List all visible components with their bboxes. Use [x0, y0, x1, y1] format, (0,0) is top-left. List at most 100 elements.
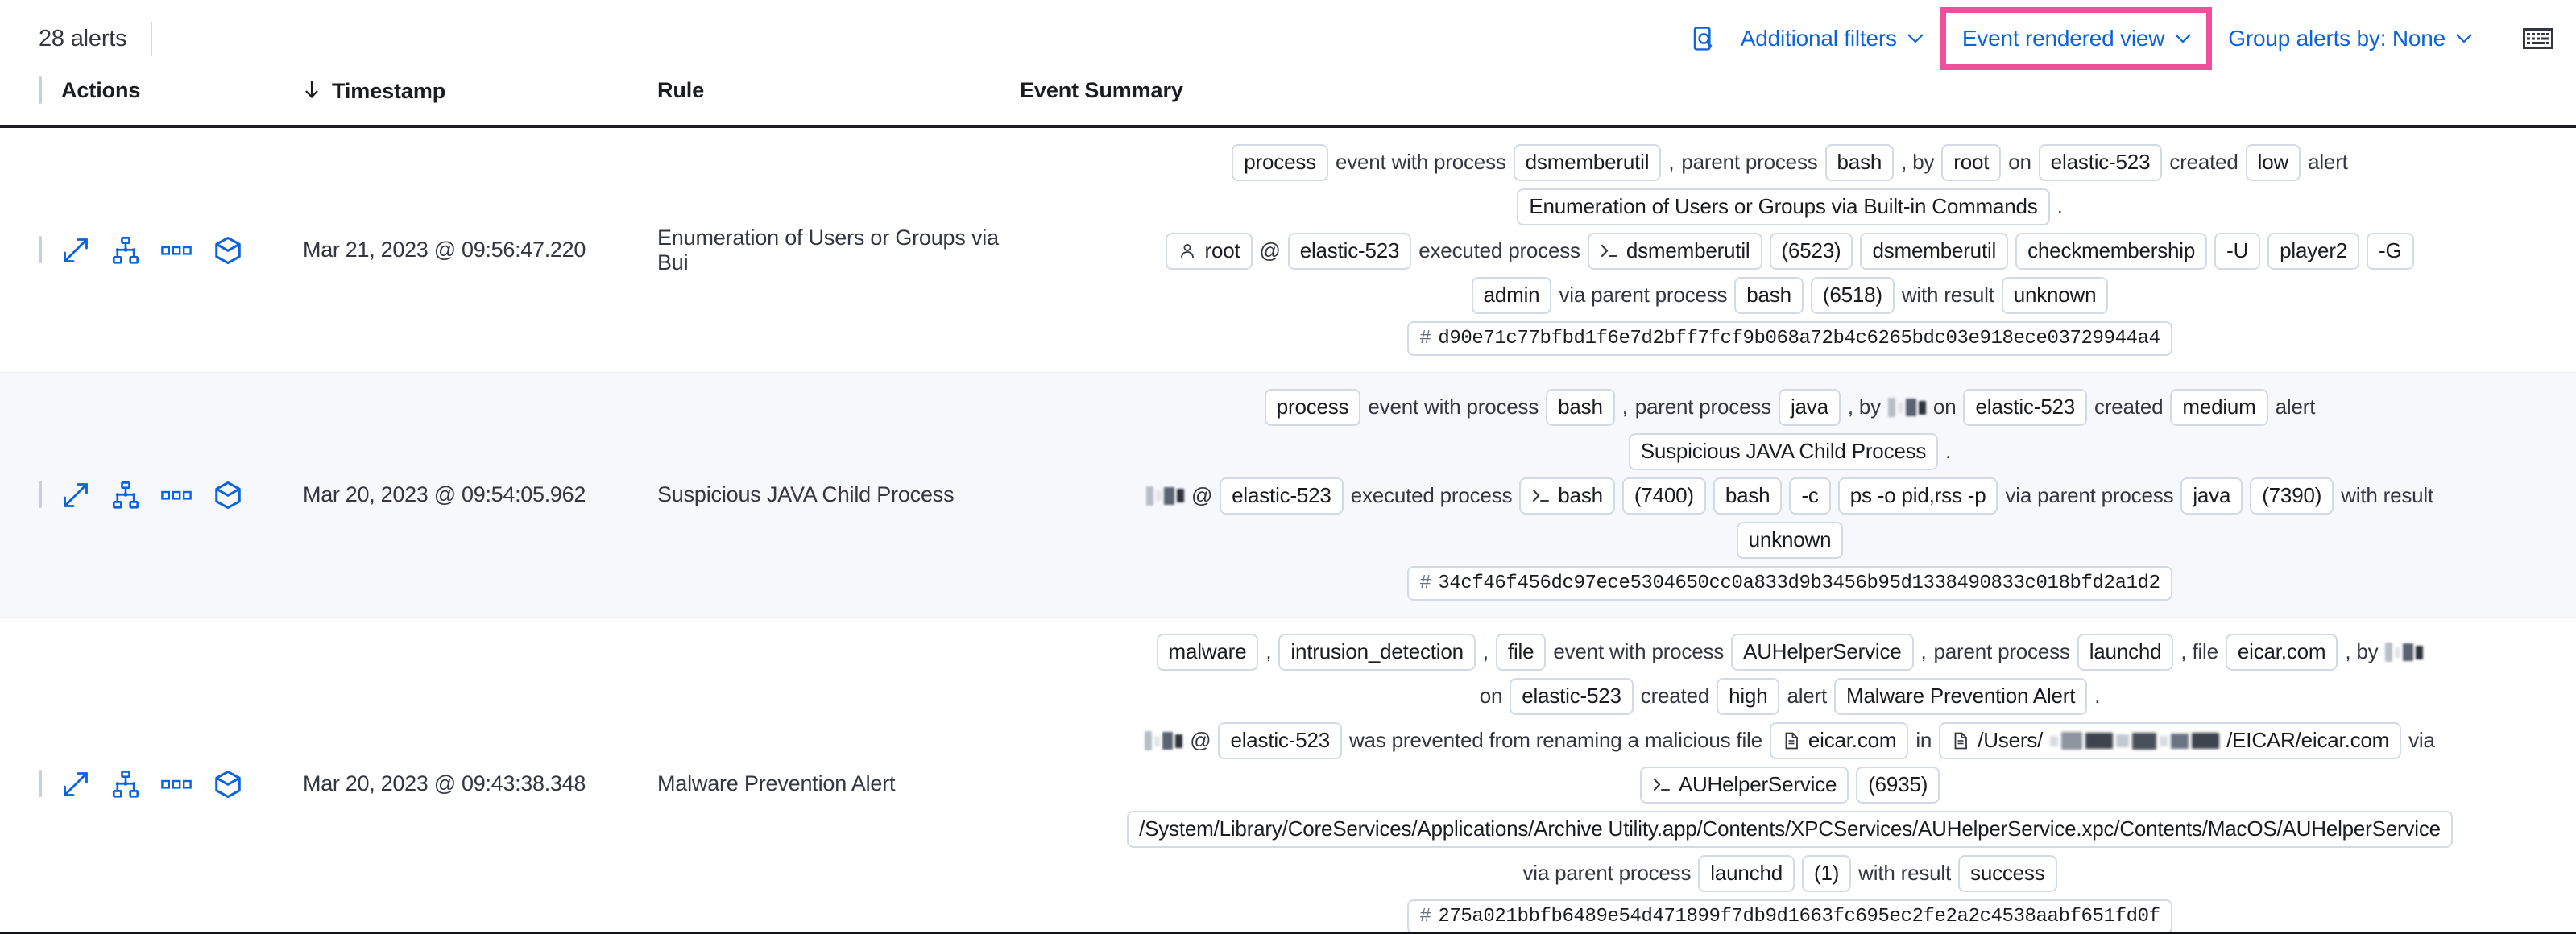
summary-chip[interactable]: root [1941, 144, 2002, 181]
summary-chip-label: elastic-523 [2050, 150, 2151, 174]
summary-line: #34cf46f456dc97ece5304650cc0a833d9b3456b… [1020, 565, 2560, 601]
summary-chip[interactable]: /System/Library/CoreServices/Application… [1127, 810, 2453, 848]
summary-chip[interactable]: -c [1789, 477, 1831, 515]
summary-chip[interactable]: process [1264, 389, 1361, 427]
summary-chip[interactable]: (7390) [2250, 477, 2334, 515]
summary-text: via parent process [1559, 282, 1728, 307]
summary-chip[interactable]: player2 [2267, 232, 2360, 270]
row-checkbox[interactable] [39, 481, 42, 509]
select-all-checkbox[interactable] [39, 76, 42, 104]
summary-chip[interactable]: Suspicious JAVA Child Process [1628, 433, 1939, 470]
summary-chip[interactable]: medium [2170, 389, 2268, 427]
summary-chip[interactable]: eicar.com [2225, 634, 2338, 672]
summary-chip-label: -c [1801, 482, 1819, 507]
summary-text: in [1915, 728, 1932, 753]
summary-text: executed process [1418, 238, 1580, 262]
summary-chip[interactable]: unknown [2001, 276, 2109, 314]
row-rule-name[interactable]: Enumeration of Users or Groups via Bui [657, 225, 999, 275]
summary-chip-label: launchd [2089, 639, 2162, 664]
summary-chip[interactable]: checkmembership [2015, 232, 2208, 270]
summary-chip[interactable]: process [1232, 144, 1328, 181]
summary-chip[interactable]: elastic-523 [1510, 678, 1634, 716]
additional-filters-button[interactable]: Additional filters [1728, 18, 1937, 60]
summary-chip[interactable]: dsmemberutil [1587, 232, 1762, 270]
summary-chip[interactable]: elastic-523 [2038, 144, 2163, 181]
summary-chip[interactable]: (1) [1801, 854, 1852, 892]
summary-chip[interactable]: success [1958, 854, 2057, 892]
summary-chip[interactable]: ps -o pid,rss -p [1837, 477, 1998, 515]
select-all-header [0, 76, 61, 126]
summary-chip[interactable]: bash [1519, 477, 1615, 515]
summary-chip[interactable]: dsmemberutil [1513, 144, 1662, 181]
summary-line: /System/Library/CoreServices/Application… [1020, 810, 2560, 848]
summary-chip[interactable]: -G [2367, 232, 2414, 270]
summary-chip[interactable]: (6935) [1856, 766, 1940, 804]
summary-chip[interactable]: launchd [2077, 634, 2174, 672]
summary-chip[interactable]: malware [1156, 634, 1259, 672]
session-view-icon[interactable] [213, 480, 243, 510]
summary-chip[interactable]: elastic-523 [1218, 722, 1342, 759]
analyze-event-icon[interactable] [111, 770, 140, 799]
row-rule-name[interactable]: Suspicious JAVA Child Process [657, 482, 955, 507]
summary-chip[interactable]: bash [1713, 477, 1783, 515]
timestamp-header[interactable]: Timestamp [303, 77, 657, 126]
file-path-chip[interactable]: /Users//EICAR/eicar.com [1939, 722, 2402, 759]
summary-chip[interactable]: -U [2214, 232, 2261, 270]
summary-chip[interactable]: (6523) [1769, 232, 1853, 270]
keyboard-shortcuts-button[interactable] [2523, 27, 2553, 51]
keyboard-icon [2523, 28, 2553, 49]
summary-chip[interactable]: AUHelperService [1731, 634, 1914, 672]
summary-chip[interactable]: low [2245, 144, 2301, 181]
session-view-icon[interactable] [213, 769, 243, 800]
summary-chip-label: intrusion_detection [1290, 639, 1464, 664]
row-rule-name[interactable]: Malware Prevention Alert [657, 771, 896, 796]
more-actions-icon[interactable] [161, 489, 192, 502]
summary-chip[interactable]: Enumeration of Users or Groups via Built… [1517, 188, 2050, 225]
expand-icon[interactable] [61, 481, 90, 510]
summary-chip[interactable]: intrusion_detection [1278, 634, 1476, 672]
expand-icon[interactable] [61, 770, 90, 799]
summary-chip[interactable]: file [1495, 634, 1547, 672]
row-checkbox[interactable] [39, 236, 42, 264]
summary-chip[interactable]: dsmemberutil [1860, 232, 2009, 270]
row-checkbox[interactable] [39, 770, 42, 798]
summary-chip[interactable]: (7400) [1621, 477, 1706, 515]
event-hash-chip[interactable]: #275a021bbfb6489e54d471899f7db9d1663fc69… [1407, 899, 2172, 932]
summary-chip-label: (6518) [1822, 282, 1882, 307]
summary-chip[interactable]: Malware Prevention Alert [1834, 678, 2088, 716]
inspect-icon[interactable] [1681, 19, 1728, 59]
summary-chip[interactable]: elastic-523 [1287, 232, 1412, 270]
summary-chip[interactable]: AUHelperService [1639, 766, 1849, 804]
summary-chip[interactable]: admin [1471, 276, 1552, 314]
summary-chip[interactable]: (6518) [1810, 276, 1895, 314]
summary-text: alert [1787, 684, 1828, 709]
summary-chip[interactable]: launchd [1698, 854, 1795, 892]
event-hash-chip[interactable]: #d90e71c77bfbd1f6e7d2bff7fcf9b068a72b4c6… [1407, 320, 2172, 357]
summary-chip[interactable]: java [2180, 477, 2243, 515]
summary-chip-label: malware [1168, 639, 1247, 664]
expand-icon[interactable] [61, 236, 90, 265]
session-view-icon[interactable] [213, 235, 243, 266]
event-hash-chip[interactable]: #34cf46f456dc97ece5304650cc0a833d9b3456b… [1407, 565, 2172, 601]
analyze-event-icon[interactable] [111, 236, 140, 265]
summary-chip[interactable]: eicar.com [1769, 722, 1909, 759]
more-actions-icon[interactable] [161, 244, 192, 257]
summary-chip[interactable]: elastic-523 [1220, 477, 1344, 515]
summary-chip[interactable]: java [1778, 389, 1841, 427]
summary-chip[interactable]: elastic-523 [1963, 389, 2088, 427]
more-actions-icon[interactable] [161, 778, 192, 791]
event-rendered-view-button[interactable]: Event rendered view [1956, 26, 2198, 52]
summary-chip[interactable]: high [1717, 678, 1780, 716]
group-alerts-by-button[interactable]: Group alerts by: None [2215, 18, 2486, 60]
summary-text: with result [2341, 482, 2434, 507]
summary-chip[interactable]: unknown [1736, 521, 1844, 559]
summary-chip[interactable]: bash [1824, 144, 1895, 181]
analyze-event-icon[interactable] [111, 481, 140, 510]
summary-chip[interactable]: bash [1546, 389, 1615, 427]
summary-chip[interactable]: bash [1734, 276, 1804, 314]
summary-chip[interactable]: root [1166, 232, 1253, 270]
redacted-user-value [1145, 730, 1183, 751]
